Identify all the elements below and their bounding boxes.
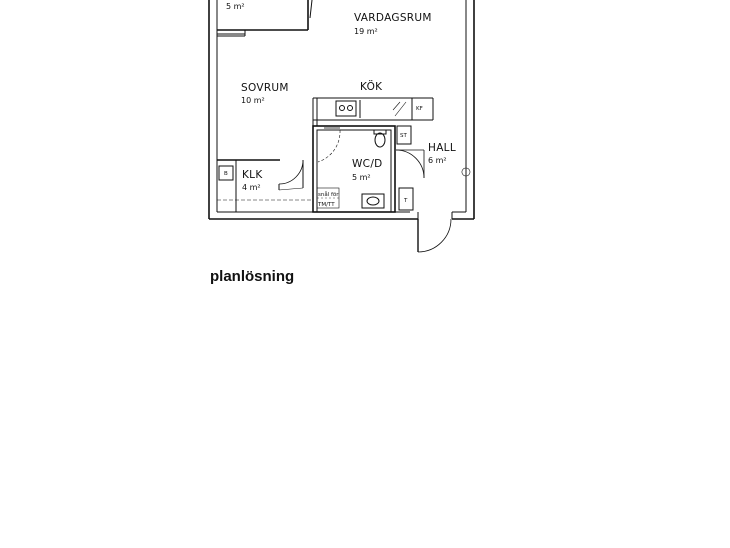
room-area-wcd: 5 m² bbox=[352, 173, 371, 182]
fixture-snal: snål för bbox=[318, 191, 339, 198]
entry-door bbox=[417, 218, 452, 253]
top-small-room-walls bbox=[217, 0, 313, 37]
fixture-b: B bbox=[224, 171, 228, 177]
bathroom-walls bbox=[312, 125, 396, 213]
room-name-hall: HALL bbox=[428, 142, 456, 154]
fixture-kf: KF bbox=[416, 106, 423, 112]
room-area-vardagsrum: 19 m² bbox=[354, 27, 378, 36]
fixture-st: ST bbox=[400, 133, 407, 139]
room-area-klk: 4 m² bbox=[242, 183, 261, 192]
fixture-t: T bbox=[403, 198, 408, 204]
hall-closets bbox=[395, 125, 471, 211]
fixture-tmtt: TM/TT bbox=[317, 202, 335, 208]
plan-caption: planlösning bbox=[210, 268, 295, 285]
kitchen-counter bbox=[312, 97, 434, 212]
room-name-klk: KLK bbox=[242, 169, 263, 181]
top-room-area: 5 m² bbox=[226, 2, 245, 11]
room-area-sovrum: 10 m² bbox=[241, 96, 265, 105]
floor-plan: 5 m² VARDAGSRUM 19 m² SOVRUM 10 m² KÖK H… bbox=[208, 0, 475, 253]
room-name-kok: KÖK bbox=[360, 80, 383, 93]
room-name-sovrum: SOVRUM bbox=[241, 82, 289, 94]
klk-walls bbox=[217, 159, 313, 212]
room-name-wcd: WC/D bbox=[352, 158, 383, 170]
room-name-vardagsrum: VARDAGSRUM bbox=[354, 12, 432, 24]
room-area-hall: 6 m² bbox=[428, 156, 447, 165]
